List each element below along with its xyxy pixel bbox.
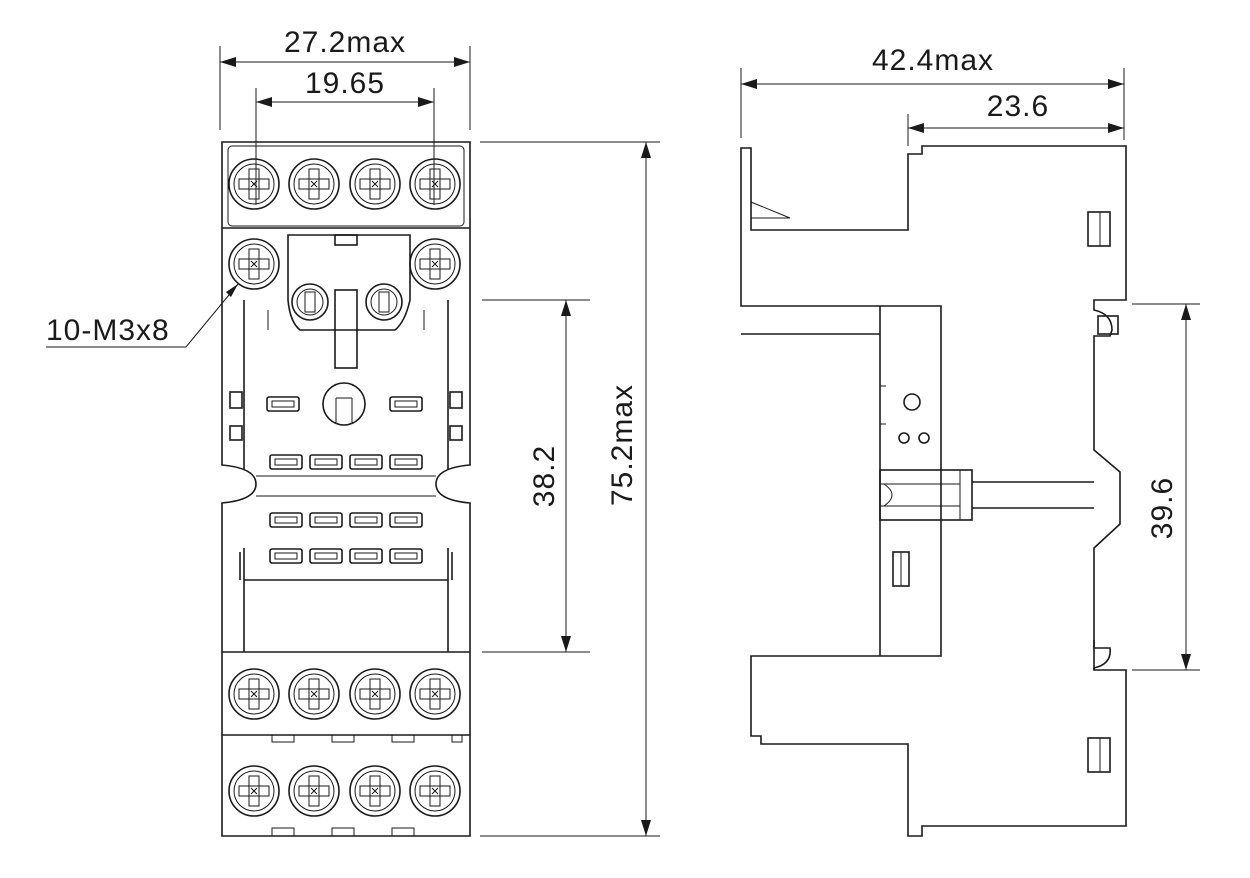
dim-side-partial-label: 23.6 — [987, 90, 1049, 123]
side-view: 42.4max 23.6 39.6 — [740, 44, 1200, 837]
front-view-outline — [221, 141, 471, 837]
dim-front-width: 27.2max — [219, 26, 471, 130]
top-terminal-block — [227, 145, 465, 227]
coil-terminal-right — [365, 283, 403, 321]
dim-side-height: 39.6 — [1132, 303, 1200, 671]
front-view: 10-M3x8 27.2max 19.65 75.2max — [46, 26, 660, 837]
center-housing — [287, 234, 411, 331]
screw-leader-line — [46, 283, 239, 348]
screw-terminals — [228, 158, 461, 817]
dim-front-pitch-label: 19.65 — [305, 67, 385, 100]
dim-front-pitch: 19.65 — [255, 67, 435, 205]
dim-front-height-label: 75.2max — [606, 384, 639, 506]
side-view-outline — [740, 145, 1127, 837]
polarity-key — [322, 382, 366, 426]
dim-front-height: 75.2max — [480, 141, 660, 837]
center-post — [334, 289, 358, 369]
dim-front-inner-height: 38.2 — [482, 299, 590, 653]
dim-side-width-label: 42.4max — [872, 44, 994, 77]
dim-side-width: 42.4max — [740, 44, 1125, 138]
dim-side-partial: 23.6 — [907, 90, 1125, 146]
center-tab — [334, 234, 358, 246]
side-latch-bottom — [1087, 737, 1111, 773]
dim-side-height-label: 39.6 — [1146, 477, 1179, 539]
coil-terminal-left — [291, 283, 329, 321]
dim-front-inner-height-label: 38.2 — [528, 445, 561, 507]
side-shaft-housing — [879, 469, 973, 521]
dim-front-width-label: 27.2max — [284, 26, 406, 59]
contact-slots — [266, 396, 423, 564]
side-latch-top — [1087, 211, 1111, 247]
screw-callout: 10-M3x8 — [46, 314, 170, 347]
